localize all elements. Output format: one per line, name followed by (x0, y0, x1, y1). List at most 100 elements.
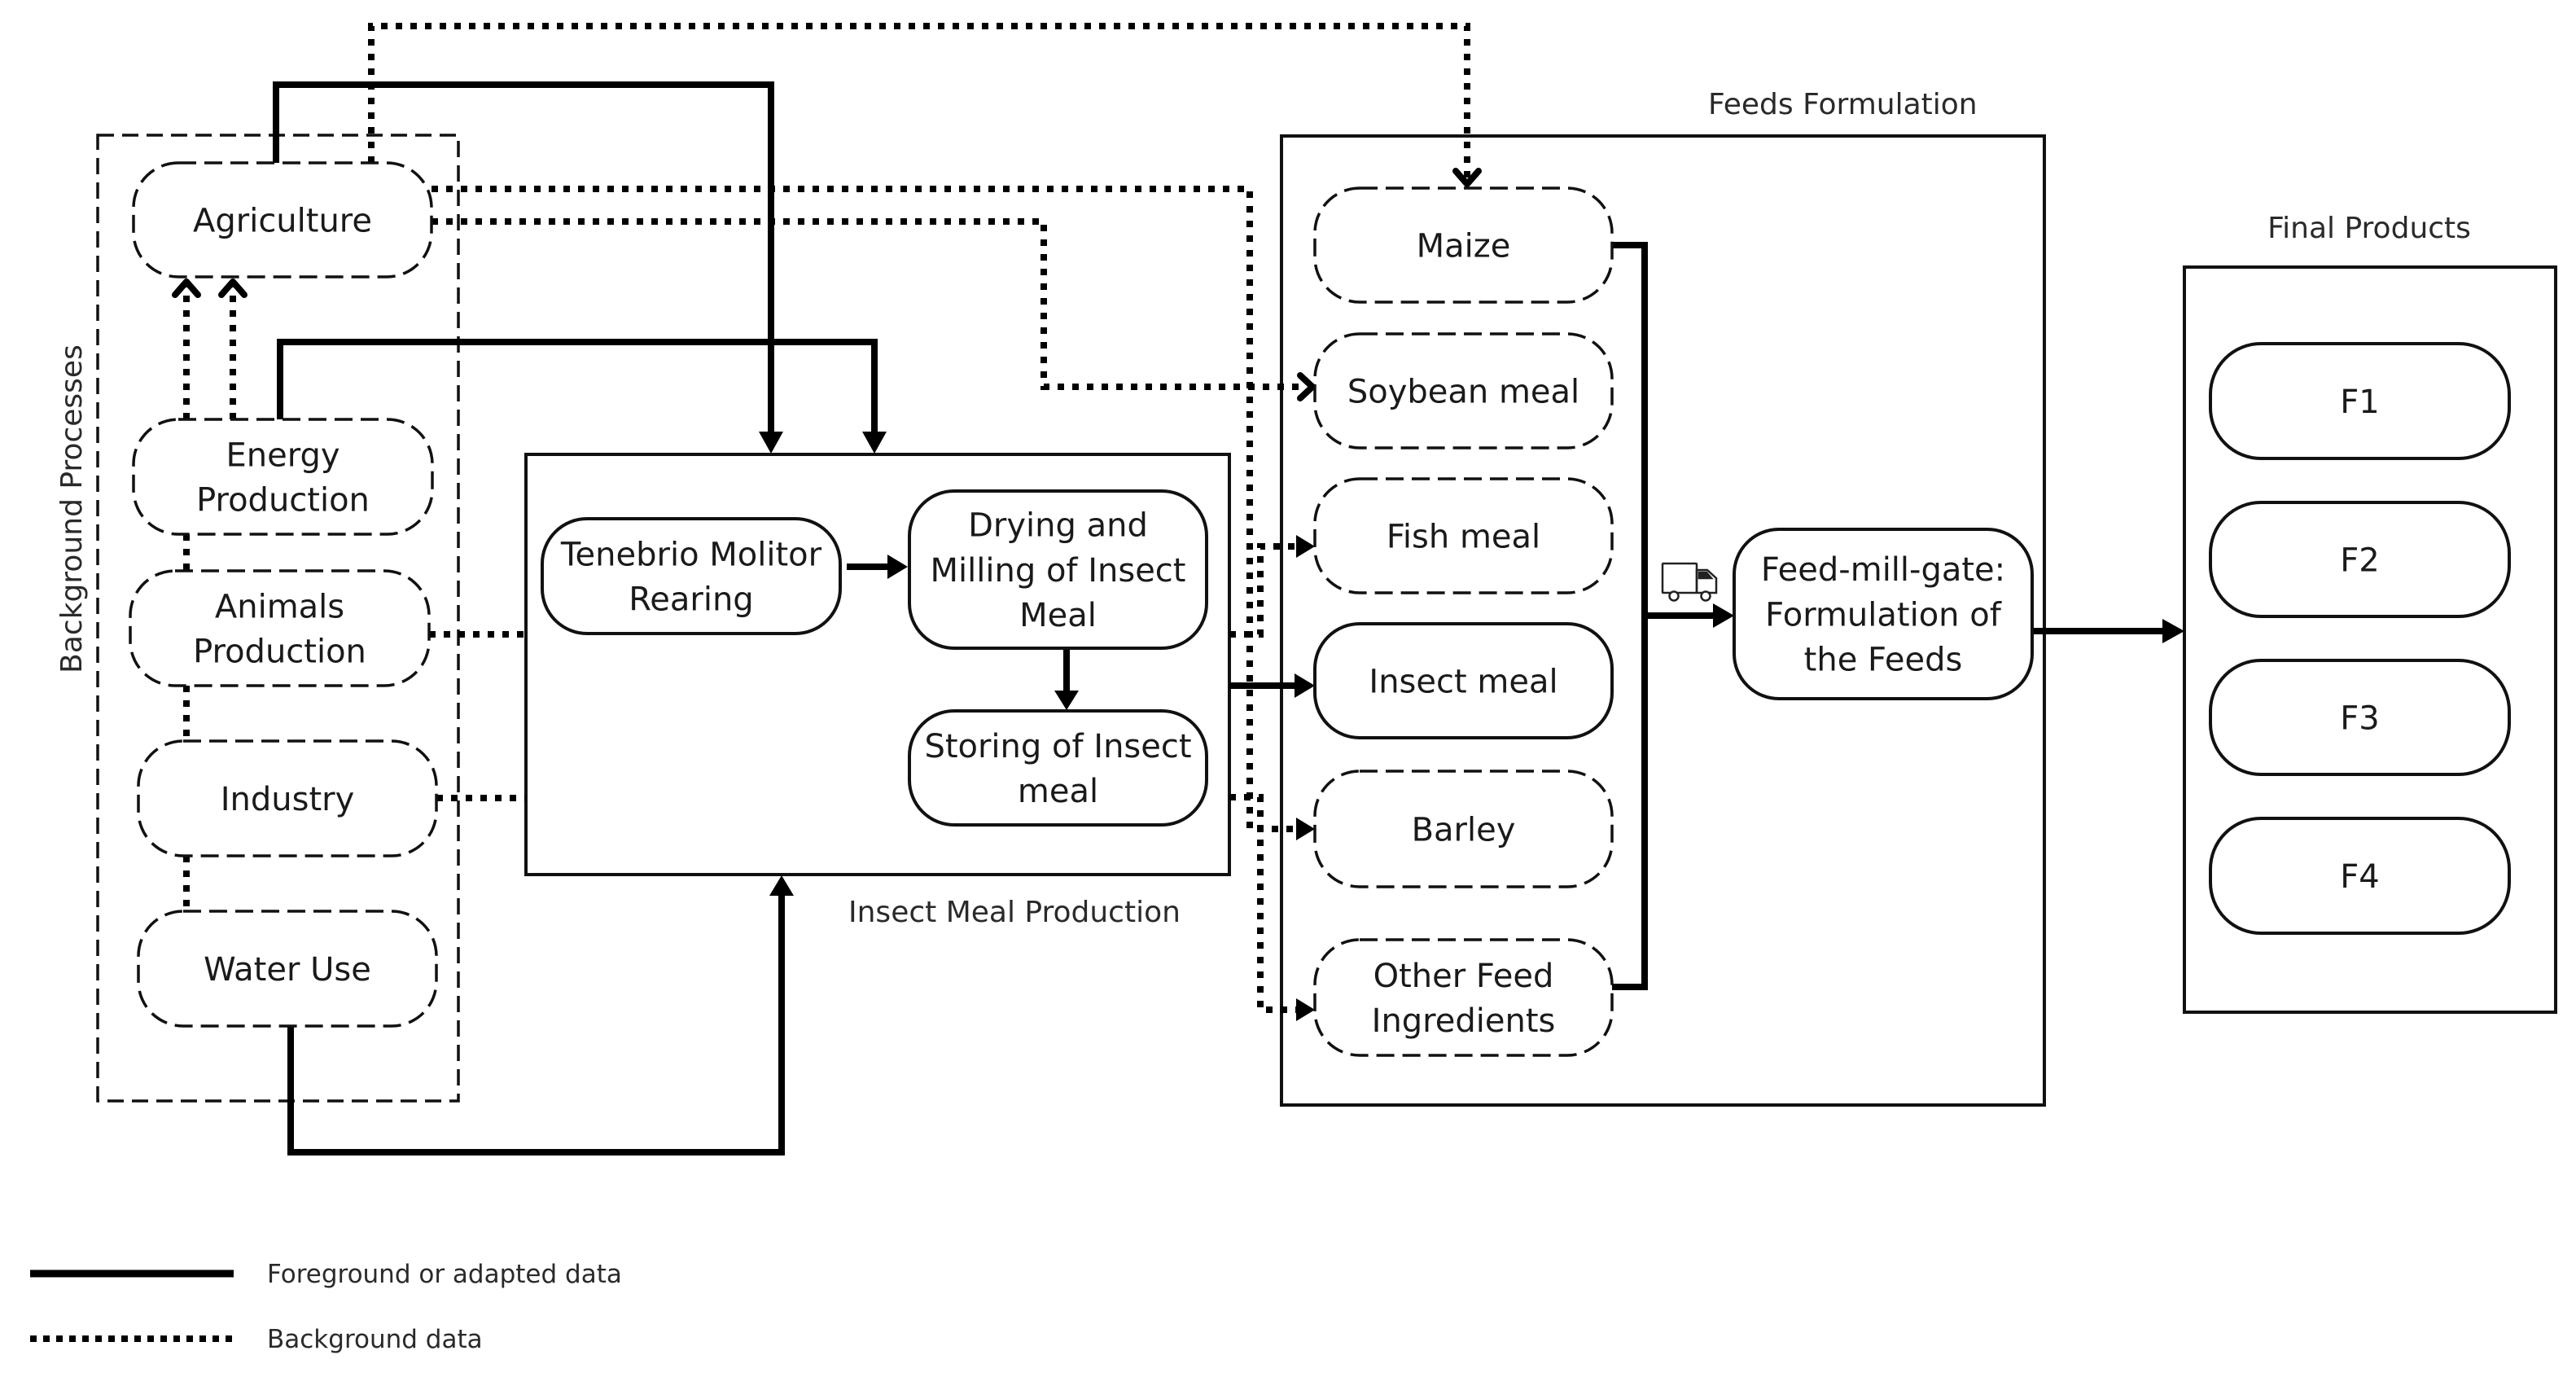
edge-ingredients-collector (1612, 242, 1648, 990)
legend-dotted-label: Background data (267, 1325, 483, 1354)
node-soybean-label: Soybean meal (1347, 373, 1579, 410)
node-industry[interactable]: Industry (137, 739, 438, 857)
node-insect-shape (1313, 622, 1614, 739)
arrow-head (759, 432, 783, 454)
node-drying-label: Meal (1019, 597, 1097, 634)
node-insect-label: Insect meal (1369, 663, 1557, 700)
open-arrow-head (218, 278, 248, 298)
legend: Foreground or adapted data Background da… (30, 1260, 622, 1354)
insect-meal-production-label: Insect Meal Production (848, 896, 1181, 929)
edge-animals-to-fish (429, 543, 1303, 638)
node-agriculture-label: Agriculture (193, 202, 372, 239)
node-soybean-shape (1313, 332, 1614, 449)
node-final-f4-shape (2209, 817, 2511, 935)
node-rearing-shape (541, 517, 842, 635)
arrow-head (1295, 673, 1315, 698)
node-animals-label: Production (193, 634, 366, 671)
insect-meal-production-frame (524, 453, 1231, 876)
arrow-head (2162, 619, 2184, 643)
node-drying-label: Drying and (968, 507, 1148, 545)
node-barley-shape (1313, 770, 1614, 888)
edge-water-to-insect-production (287, 894, 785, 1156)
node-water-shape (137, 910, 438, 1028)
node-storing-label: Storing of Insect (924, 728, 1191, 765)
arrow-head (1296, 535, 1315, 558)
edge-energy-to-insect-production (277, 339, 878, 436)
edge-agriculture-to-maize (368, 23, 1470, 178)
node-rearing-label: Rearing (629, 581, 753, 619)
node-fish[interactable]: Fish meal (1313, 477, 1614, 594)
arrow-head (1296, 998, 1315, 1021)
node-insect[interactable]: Insect meal (1313, 622, 1614, 739)
background-processes-label: Background Processes (55, 344, 89, 673)
node-maize-label: Maize (1417, 227, 1511, 265)
open-arrow-head (1297, 372, 1316, 401)
final-products-label: Final Products (2267, 212, 2471, 245)
node-final-f1-shape (2209, 342, 2511, 460)
node-storing-shape (908, 709, 1208, 827)
node-energy-label: Energy (226, 436, 340, 474)
node-final-f3-shape (2209, 659, 2511, 776)
arrow-head (862, 432, 887, 454)
node-storing-label: meal (1018, 773, 1098, 810)
arrow-head (1054, 691, 1079, 710)
node-barley[interactable]: Barley (1313, 770, 1614, 888)
node-final-f1[interactable]: F1 (2209, 342, 2511, 460)
arrow-head (769, 875, 794, 896)
node-final-f2-shape (2209, 501, 2511, 618)
node-feed-mill-gate-label: Formulation of (1765, 596, 2002, 634)
arrow-head (887, 555, 908, 579)
node-maize[interactable]: Maize (1313, 186, 1614, 304)
node-final-f3[interactable]: F3 (2209, 659, 2511, 776)
feeds-formulation-frame (1280, 134, 2046, 1107)
node-final-f2[interactable]: F2 (2209, 501, 2511, 618)
edge-agriculture-to-barley (432, 186, 1303, 832)
node-final-f2-label: F2 (2340, 542, 2379, 579)
node-drying-shape (908, 489, 1208, 650)
node-fish-shape (1313, 477, 1614, 594)
node-soybean[interactable]: Soybean meal (1313, 332, 1614, 449)
node-water[interactable]: Water Use (137, 910, 438, 1028)
node-fish-label: Fish meal (1387, 518, 1540, 555)
legend-solid-label: Foreground or adapted data (267, 1260, 622, 1289)
node-water-label: Water Use (204, 951, 371, 989)
node-agriculture-shape (132, 161, 433, 278)
node-final-f3-label: F3 (2340, 699, 2379, 737)
edge-agriculture-to-soybean (432, 218, 1303, 390)
final-products-frame (2183, 265, 2557, 1014)
node-final-f4-label: F4 (2340, 858, 2379, 896)
node-energy-shape (132, 418, 434, 536)
node-drying-label: Milling of Insect (931, 552, 1186, 590)
arrow-head (1713, 603, 1734, 628)
node-rearing-label: Tenebrio Molitor (560, 536, 822, 573)
node-storing[interactable]: Storing of Insect meal (908, 709, 1208, 827)
node-feed-mill-gate-shape (1733, 528, 2034, 700)
node-feed-mill-gate-label: Feed-mill-gate: (1761, 551, 2005, 589)
node-energy-label: Production (196, 482, 370, 520)
node-final-f4[interactable]: F4 (2209, 817, 2511, 935)
background-nodes: AgricultureEnergyProductionAnimalsProduc… (129, 161, 438, 1028)
node-industry-shape (137, 739, 438, 857)
node-other-label: Other Feed (1373, 958, 1554, 995)
feeds-formulation-label: Feeds Formulation (1708, 88, 1978, 121)
node-animals-label: Animals (215, 588, 344, 625)
node-other-label: Ingredients (1372, 1002, 1556, 1040)
node-final-f1-label: F1 (2340, 384, 2379, 421)
node-agriculture[interactable]: Agriculture (132, 161, 433, 278)
node-maize-shape (1313, 186, 1614, 304)
arrow-head (1296, 818, 1315, 840)
node-barley-label: Barley (1412, 811, 1516, 849)
truck-icon (1661, 562, 1718, 602)
node-industry-label: Industry (221, 781, 355, 818)
